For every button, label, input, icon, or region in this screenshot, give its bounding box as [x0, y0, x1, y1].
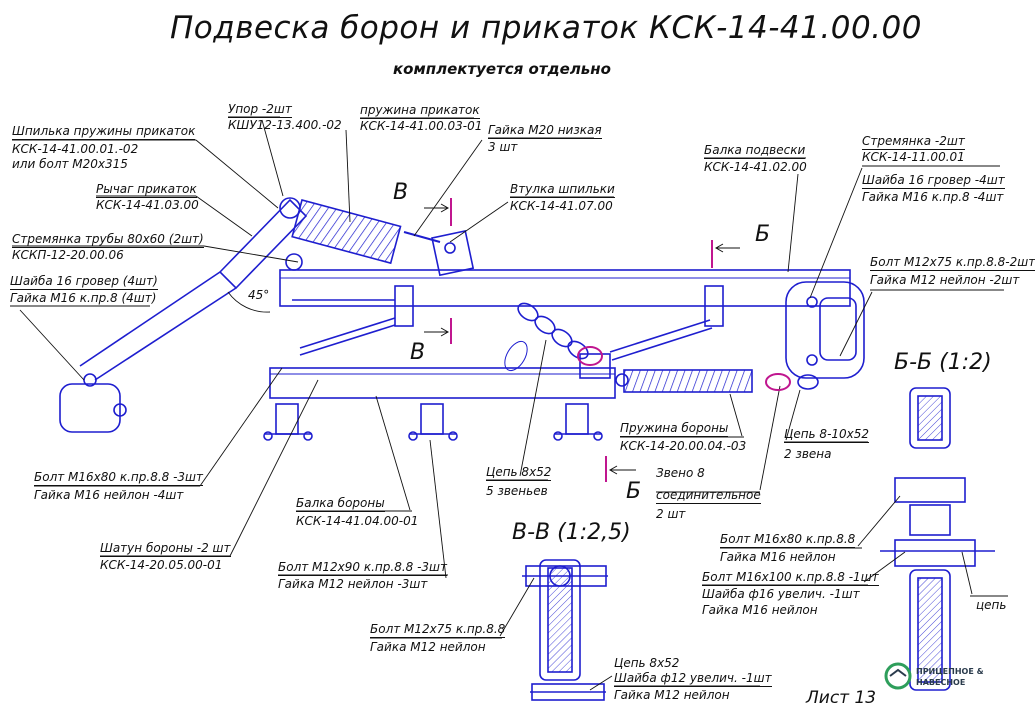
- callout-bushing-l1: Втулка шпильки: [510, 182, 615, 198]
- callout-stud-l1: Шпилька пружины прикаток: [12, 124, 196, 140]
- callout-chain-8x52-l2: 5 звеньев: [486, 484, 548, 498]
- callout-spring-harrow-l1: Пружина бороны: [620, 421, 729, 437]
- callout-bolt-m16x80-l2: Гайка М16 нейлон -4шт: [34, 488, 184, 502]
- section-letter-v-top: В: [393, 180, 409, 205]
- angle-arc: [227, 291, 271, 313]
- callout-rod-harrow-l1: Шатун бороны -2 шт: [100, 541, 231, 557]
- callout-upor-l1: Упор -2шт: [228, 102, 292, 118]
- callout-washer-right-l2: Гайка М16 к.пр.8 -4шт: [862, 190, 1004, 204]
- callout-washer-nut-m16-l2: Гайка М16 к.пр.8 (4шт): [10, 291, 157, 305]
- callout-chain-8-10-l2: 2 звена: [784, 447, 832, 461]
- callout-nut-m20-l2: 3 шт: [488, 140, 518, 154]
- callout-clamp-right-l2: КСК-14-11.00.01: [862, 150, 965, 164]
- section-letter-b-top: Б: [755, 222, 771, 247]
- section-vv-view: [522, 559, 608, 701]
- logo-line-2: НАВЕСНОЕ: [916, 678, 966, 687]
- callout-stud-l3: или болт М20х315: [12, 157, 128, 171]
- sheet-number: Лист 13: [806, 688, 877, 708]
- page-subtitle: комплектуется отдельно: [393, 60, 611, 78]
- logo-text: ПРИЦЕПНОЕ & НАВЕСНОЕ: [916, 666, 984, 688]
- callout-nut-m20-l1: Гайка М20 низкая: [488, 123, 602, 139]
- callout-rod-harrow-l2: КСК-14-20.05.00-01: [100, 558, 223, 572]
- callout-bolt-m12x75-top-l1: Болт М12х75 к.пр.8.8-2шт: [870, 255, 1035, 271]
- callout-lever-l1: Рычаг прикаток: [96, 182, 197, 198]
- harrow-chain: [504, 302, 589, 372]
- harrow-beam: [269, 353, 616, 399]
- callout-bolt-m16x80-l1: Болт М16х80 к.пр.8.8 -3шт: [34, 470, 204, 486]
- harrow-frame: [292, 285, 724, 361]
- logo-mark: [884, 662, 912, 690]
- callout-beam-harrow-l1: Балка бороны: [296, 496, 385, 512]
- callout-washer-right-l1: Шайба 16 гровер -4шт: [862, 173, 1005, 189]
- section-markers: [450, 198, 791, 482]
- suspension-beam: [279, 269, 851, 307]
- section-letter-b-bottom: Б: [626, 479, 642, 504]
- callout-clamp-pipe-l1: Стремянка трубы 80х60 (2шт): [12, 232, 204, 248]
- callout-bolt-m12x90-l2: Гайка М12 нейлон -3шт: [278, 577, 428, 591]
- callout-spring-harrow-l2: КСК-14-20.00.04.-03: [620, 439, 747, 453]
- callout-vv-bolt-m12x75-l2: Гайка М12 нейлон: [370, 640, 486, 654]
- callout-bb-bolt-m16x100-l2: Шайба ф16 увелич. -1шт: [702, 587, 860, 601]
- callout-vv-chain-l1: Цепь 8х52: [614, 656, 680, 670]
- callout-clamp-right-l1: Стремянка -2шт: [862, 134, 965, 150]
- callout-vv-chain-l2: Шайба ф12 увелич. -1шт: [614, 671, 772, 687]
- callout-stud-l2: КСК-14-41.00.01.-02: [12, 142, 139, 156]
- callout-spring-prikatok-l2: КСК-14-41.00.03-01: [360, 119, 483, 133]
- right-bracket: [785, 281, 865, 379]
- callout-beam-harrow-l2: КСК-14-41.04.00-01: [296, 514, 419, 528]
- callout-bb-bolt-m16x100-l3: Гайка М16 нейлон: [702, 603, 818, 617]
- roller-spring: [291, 199, 475, 277]
- callout-beam-susp-l1: Балка подвески: [704, 143, 806, 159]
- callout-spring-prikatok-l1: пружина прикаток: [360, 103, 480, 119]
- page-title: Подвеска борон и прикаток КСК-14-41.00.0…: [170, 10, 922, 46]
- logo-line-1: ПРИЦЕПНОЕ &: [916, 667, 984, 676]
- callout-bb-bolt-m16x100-l1: Болт М16х100 к.пр.8.8 -1шт: [702, 570, 879, 586]
- callout-beam-susp-l2: КСК-14-41.02.00: [704, 160, 807, 174]
- harrow-tine-clamps: [263, 403, 603, 441]
- callout-upor-l2: КШУ12-13.400.-02: [228, 118, 342, 132]
- callout-chain-8x52-l1: Цепь 8х52: [486, 465, 552, 481]
- callout-link8-l1: Звено 8: [656, 466, 705, 480]
- callout-bb-bolt-m16x80-l1: Болт М16х80 к.пр.8.8: [720, 532, 856, 548]
- callout-clamp-pipe-l2: КСКП-12-20.00.06: [12, 248, 124, 262]
- callout-link8-l3: 2 шт: [656, 507, 686, 521]
- callout-vv-bolt-m12x75-l1: Болт М12х75 к.пр.8.8: [370, 622, 506, 638]
- callout-bushing-l2: КСК-14-41.07.00: [510, 199, 613, 213]
- view-vv-title: В-В (1:2,5): [512, 520, 631, 545]
- view-bb-title: Б-Б (1:2): [894, 350, 992, 375]
- callout-bolt-m12x90-l1: Болт М12х90 к.пр.8.8 -3шт: [278, 560, 448, 576]
- callout-link8-l2: соединительное: [656, 488, 761, 504]
- section-letter-v-bottom: В: [410, 340, 426, 365]
- callout-lever-l2: КСК-14-41.03.00: [96, 198, 199, 212]
- harrow-spring: [615, 369, 819, 393]
- callout-bolt-m12x75-top-l2: Гайка М12 нейлон -2шт: [870, 273, 1020, 287]
- roller-lever: [59, 197, 308, 433]
- angle-label: 45°: [248, 288, 270, 302]
- callout-vv-chain-l3: Гайка М12 нейлон: [614, 688, 730, 702]
- section-arrows: [424, 203, 740, 475]
- callout-washer-nut-m16-l1: Шайба 16 гровер (4шт): [10, 274, 158, 290]
- callout-chain-8-10-l1: Цепь 8-10х52: [784, 427, 870, 443]
- callout-bb-chain: цепь: [976, 598, 1007, 612]
- callout-bb-bolt-m16x80-l2: Гайка М16 нейлон: [720, 550, 836, 564]
- section-bb-view: [880, 387, 995, 691]
